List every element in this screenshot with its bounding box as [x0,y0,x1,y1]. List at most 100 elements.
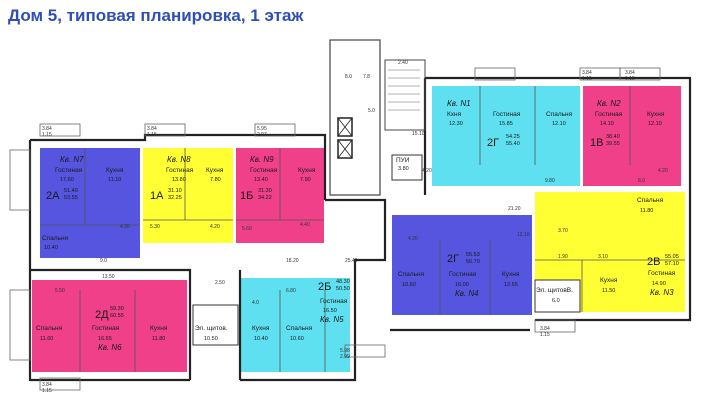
apt2-area-living: 39.55 [606,141,620,147]
apartment-6-name: Кв. N6 [98,343,122,352]
apt3-kitchen-area: 11.50 [602,288,615,294]
apt7-kitchen-label: Кухня [106,167,124,174]
svg-text:12.10: 12.10 [517,232,530,238]
apartment-8-name: Кв. N8 [167,155,191,164]
balconies [9,67,661,391]
apartment-8-zone[interactable] [143,148,233,243]
svg-text:4.0: 4.0 [252,300,259,306]
apt7-code: 2А [46,190,60,202]
page-title: Дом 5, типовая планировка, 1 этаж [8,6,304,25]
apartment-4-labels: 2Г 55.53 56.70 Спальня 10.60 Гостиная 16… [398,252,520,298]
apartment-5-zone[interactable] [240,278,350,372]
svg-text:4.30: 4.30 [120,224,130,230]
apt4-living-label: Гостиная [449,271,477,278]
apt8-kitchen-label: Кухня [206,167,224,174]
svg-text:1.15: 1.15 [147,132,157,138]
apt6-living-label: Гостиная [92,325,120,332]
svg-text:21.20: 21.20 [508,206,521,212]
svg-text:3.70: 3.70 [558,228,568,234]
apt5-bedroom-area: 10.60 [290,336,304,342]
apt8-code: 1А [150,190,164,202]
apartment-7-zone[interactable] [40,148,140,258]
svg-text:4.20: 4.20 [658,168,668,174]
apt3-bedroom-area: 11.80 [640,208,653,214]
apartment-6-zone[interactable] [32,280,187,372]
apt3-kitchen-label: Кухня [600,277,618,284]
apt8-living-label: Гостиная [166,167,194,174]
apartment-9-name: Кв. N9 [250,155,274,164]
apt3-area-total: 55.05 [665,254,679,260]
apt5-bedroom-label: Спальня [286,325,313,332]
apartment-1-labels: Кв. N1 Кхня 12.30 Гостиная 15.85 2Г 54.2… [447,99,573,149]
apartment-4-name: Кв. N4 [455,289,479,298]
apt7-bedroom-label: Спальня [42,235,69,242]
outer-walls [28,76,692,382]
shield-right-label: Эл. щитовВ. [536,287,573,294]
svg-text:4.40: 4.40 [300,222,310,228]
apartment-7-labels: Кв. N7 Гостиная 17.60 2А 51.40 53.55 Кух… [42,155,124,251]
apt6-area-living: 60.55 [110,313,124,319]
svg-text:18.20: 18.20 [286,258,299,264]
apt8-living-area: 13.80 [172,177,186,183]
svg-text:5.60: 5.60 [242,226,252,232]
svg-text:3.84: 3.84 [42,126,52,132]
apt4-bedroom-area: 10.60 [402,282,416,288]
apt9-kitchen-label: Кухня [298,167,316,174]
svg-text:1.15: 1.15 [582,76,592,82]
apt3-bedroom-label: Спальня [637,197,664,204]
svg-text:9.0: 9.0 [100,258,107,264]
apartment-2-labels: Кв. N2 Гостиная 14.10 1В 38.40 39.55 Кух… [590,99,665,149]
shield-left-label: Эл. щитов. [195,325,228,332]
apartment-1-name: Кв. N1 [447,99,471,108]
svg-text:5.50: 5.50 [55,288,65,294]
svg-text:2.99: 2.99 [340,354,350,360]
svg-text:3.84: 3.84 [582,70,592,76]
apt1-bedroom-label: Спальня [546,111,573,118]
stair-core [329,39,426,196]
apt4-living-area: 16.00 [455,282,469,288]
pui-area: 3.80 [398,166,409,172]
apt9-area-living: 34.22 [258,195,272,201]
apt1-area-living: 55.40 [506,141,520,147]
apartment-1-zone[interactable] [432,86,580,186]
apt2-kitchen-label: Кухня [647,111,665,118]
apartment-5-labels: 2Б 48.30 50.50 Гостиная 16.50 Кв. N5 Кух… [252,279,350,342]
apt1-living-area: 15.85 [499,121,513,127]
apt1-kitchen-label: Кхня [447,111,462,118]
apt5-kitchen-label: Кухня [252,325,270,332]
svg-text:6.80: 6.80 [286,288,296,294]
apt1-kitchen-area: 12.30 [449,121,463,127]
apt9-area-total: 31.30 [258,188,272,194]
common-rooms: ПУИ 3.80 Эл. щитов. 10.50 Эл. щитовВ. 6.… [192,154,581,346]
svg-text:8.0: 8.0 [638,178,645,184]
svg-text:5.30: 5.30 [150,224,160,230]
apartment-6-labels: 2Д 59.30 60.55 Спальня 11.60 Гостиная 16… [36,306,168,352]
apt7-bedroom-area: 10.40 [44,245,58,251]
svg-text:3.84: 3.84 [42,382,52,388]
apt5-area-living: 50.50 [336,286,350,292]
apt7-living-area: 17.60 [60,177,74,183]
apartment-2-zone[interactable] [583,86,681,186]
apt4-code: 2Г [447,253,459,265]
apt1-code: 2Г [487,137,499,149]
apt5-living-area: 16.50 [323,308,337,314]
svg-text:3.10: 3.10 [598,254,608,260]
apt5-code: 2Б [318,281,331,293]
apt7-living-label: Гостиная [55,167,83,174]
svg-text:1.15: 1.15 [42,132,52,138]
apt4-bedroom-label: Спальня [398,271,425,278]
svg-text:13.50: 13.50 [102,274,115,280]
apartment-9-labels: Кв. N9 Гостиная 13.40 1Б 31.30 34.22 Кух… [240,155,316,202]
svg-text:2.50: 2.50 [215,280,225,286]
svg-text:1.90: 1.90 [558,254,568,260]
apt5-kitchen-area: 10.40 [254,336,268,342]
svg-text:1.15: 1.15 [625,76,635,82]
apt9-kitchen-area: 7.90 [300,177,311,183]
apartment-3-name: Кв. N3 [650,288,674,297]
apartment-4-zone[interactable] [392,215,532,315]
apt3-area-living: 57.10 [665,261,679,267]
shield-right-area: 6.0 [552,298,560,304]
apt7-kitchen-area: 11.10 [108,177,121,183]
svg-text:3.84: 3.84 [540,326,550,332]
